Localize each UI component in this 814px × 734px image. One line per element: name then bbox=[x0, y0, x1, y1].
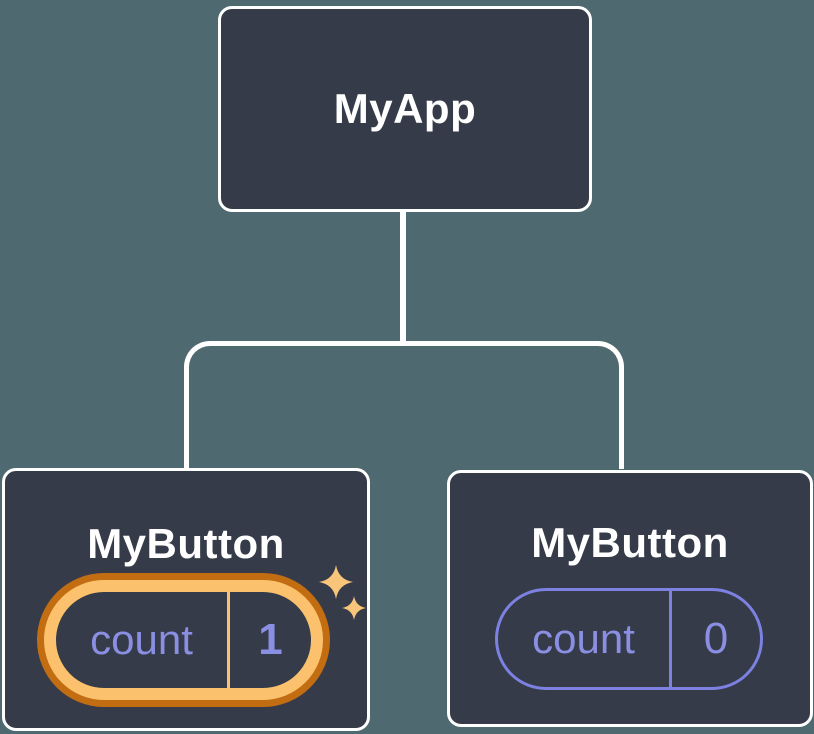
state-value-label: 1 bbox=[258, 615, 283, 664]
state-key-label: count bbox=[90, 616, 193, 663]
child-node-label: MyButton bbox=[87, 520, 285, 567]
sparkle-large bbox=[319, 565, 353, 599]
connector-branch-bracket bbox=[184, 341, 624, 469]
pill-divider bbox=[227, 592, 230, 688]
component-node-root: MyApp bbox=[218, 6, 592, 212]
child-node-label: MyButton bbox=[531, 519, 729, 566]
state-pill-plain: count 0 bbox=[495, 588, 763, 690]
state-pill-highlighted: count 1 bbox=[44, 580, 323, 700]
state-key-label: count bbox=[532, 615, 635, 662]
sparkle-small bbox=[342, 596, 366, 620]
component-node-child-right: MyButton count 0 bbox=[447, 470, 813, 727]
sparkle-icon bbox=[319, 565, 366, 620]
state-value-label: 0 bbox=[703, 614, 729, 663]
connector-root-stem bbox=[400, 211, 406, 344]
root-node-label: MyApp bbox=[333, 85, 477, 132]
pill-divider bbox=[669, 591, 672, 687]
component-node-child-left: MyButton count 1 bbox=[2, 468, 370, 731]
